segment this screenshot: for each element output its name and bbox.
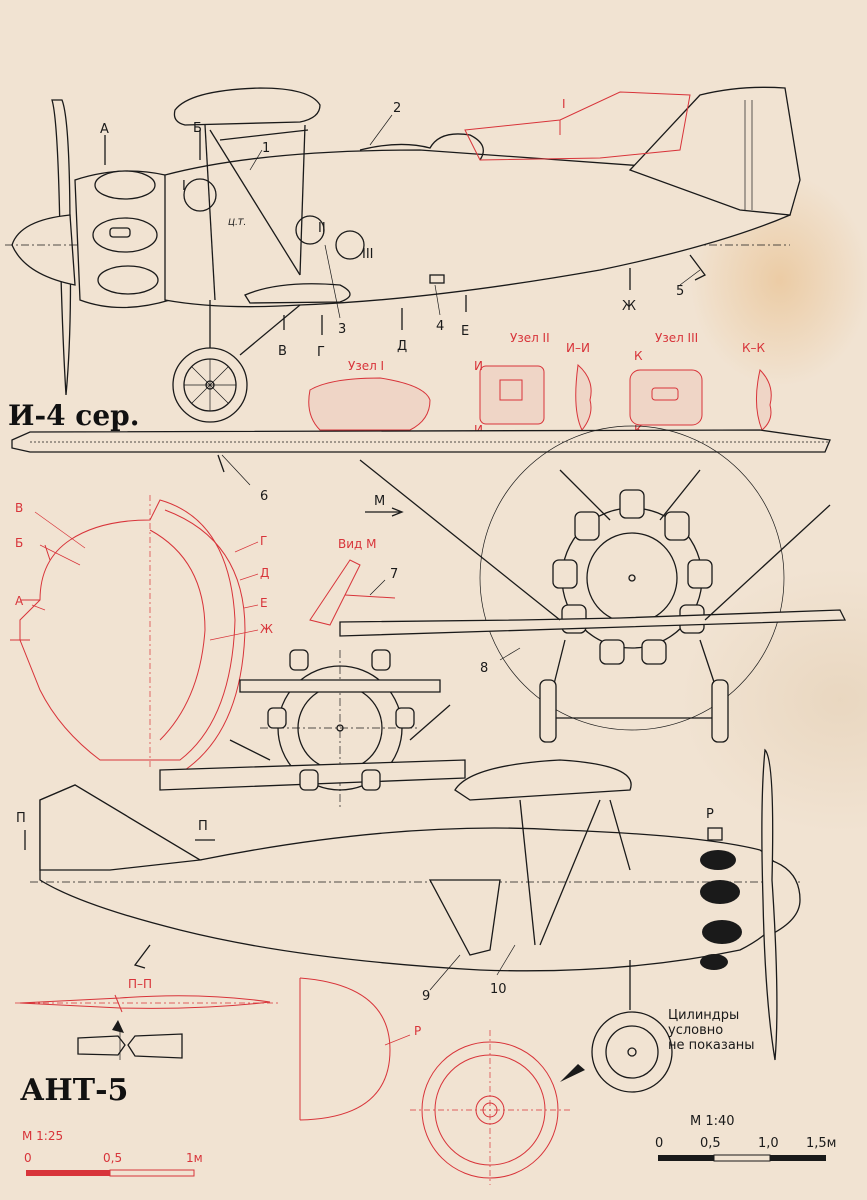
scale-right: М 1:40 0 0,5 1,0 1,5м [655, 1114, 836, 1162]
section-p-p-label: П–П [128, 977, 152, 991]
callout-4: 4 [436, 319, 444, 334]
section-label-zh: Ж [622, 299, 636, 314]
section-p-p-detail [15, 994, 280, 1013]
red-label-b: Б [15, 536, 23, 550]
section-k-marker-top: К [634, 349, 643, 363]
callout-8: 8 [480, 661, 488, 676]
section-label-g: Г [317, 345, 325, 360]
ant5-side-view [24, 748, 801, 1093]
red-fuselage-sections [10, 495, 259, 771]
red-label-a: А [15, 594, 24, 608]
scale-left-tick-2: 1м [186, 1151, 203, 1165]
center-of-gravity-label: Ц.Т. [228, 218, 246, 228]
section-i-marker-top: И [474, 359, 483, 373]
scale-right-tick-2: 1,0 [758, 1136, 779, 1151]
callout-1: 1 [262, 141, 270, 156]
detail-row: Узел I Узел II И И И–И Узел III К К К–К [308, 331, 772, 437]
section-label-r: Р [706, 807, 714, 822]
callout-3: 3 [338, 322, 346, 337]
view-m-label: Вид М [338, 537, 377, 551]
uzel-1-label: Узел I [348, 359, 384, 373]
callout-10: 10 [490, 982, 507, 997]
red-label-v: В [15, 501, 23, 515]
section-label-e: Е [461, 324, 469, 339]
scale-left-tick-1: 0,5 [103, 1151, 122, 1165]
section-i-marker-bottom: И [474, 423, 483, 437]
cylinders-note-line-1: Цилиндры [668, 1008, 740, 1023]
section-k-label: К–К [742, 341, 766, 355]
uzel-3-label: Узел III [655, 331, 698, 345]
ant5-front-view [159, 649, 466, 810]
section-label-b: Б [193, 121, 202, 136]
strut-fitting-detail [77, 1020, 183, 1060]
callout-7: 7 [390, 567, 398, 582]
wheel-detail [410, 1030, 570, 1185]
scale-left-label: М 1:25 [22, 1129, 63, 1143]
title-i4: И-4 сер. [8, 399, 140, 432]
red-label-d: Д [260, 566, 269, 580]
cylinders-note-line-2: условно [668, 1023, 724, 1038]
callout-9: 9 [422, 989, 430, 1004]
roman-1-red: I [562, 97, 566, 111]
section-label-p-right: П [198, 819, 208, 834]
cylinders-note-line-3: не показаны [668, 1038, 755, 1053]
scale-right-tick-3: 1,5м [806, 1136, 836, 1151]
scale-right-label: М 1:40 [690, 1114, 735, 1129]
callout-6: 6 [260, 489, 268, 504]
red-label-g: Г [260, 534, 267, 548]
section-label-p-left: П [16, 811, 26, 826]
scale-left: М 1:25 0 0,5 1м [22, 1129, 203, 1177]
roman-1-top: I [182, 179, 186, 194]
section-label-a: А [100, 122, 109, 137]
title-ant5: АНТ-5 [20, 1073, 128, 1108]
view-m-arrow-label: М [374, 494, 385, 509]
i4-side-view [5, 86, 801, 423]
roman-2-top: II [318, 221, 326, 236]
roman-3-top: III [362, 247, 374, 262]
profile-r-label: Р [414, 1024, 421, 1038]
red-label-e: Е [260, 596, 268, 610]
scale-right-tick-0: 0 [655, 1136, 663, 1151]
red-wing-detail: I [464, 91, 691, 161]
section-label-d: Д [397, 339, 407, 354]
uzel-2-label: Узел II [510, 331, 550, 345]
cylinders-note: Цилиндры условно не показаны [668, 1008, 778, 1053]
i4-front-view [11, 425, 847, 743]
callout-5: 5 [676, 284, 684, 299]
section-i-label: И–И [566, 341, 590, 355]
scale-left-tick-0: 0 [24, 1151, 32, 1165]
callout-2: 2 [393, 101, 401, 116]
red-label-zh: Ж [260, 622, 273, 636]
view-m-detail [309, 559, 396, 626]
section-label-v: В [278, 344, 287, 359]
scale-right-tick-1: 0,5 [700, 1136, 721, 1151]
rudder-profile-r [299, 977, 411, 1121]
